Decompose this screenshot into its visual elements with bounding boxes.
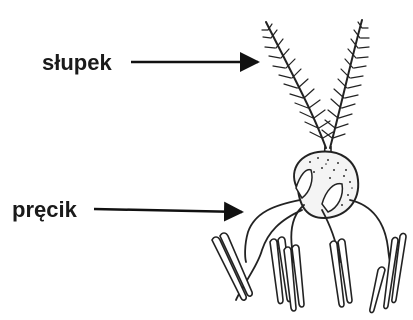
- ovary: [294, 152, 358, 219]
- stamen-arrow: [94, 209, 242, 212]
- stigma-right: [322, 20, 369, 148]
- anthers: [212, 233, 406, 313]
- stigma-left: [262, 22, 333, 148]
